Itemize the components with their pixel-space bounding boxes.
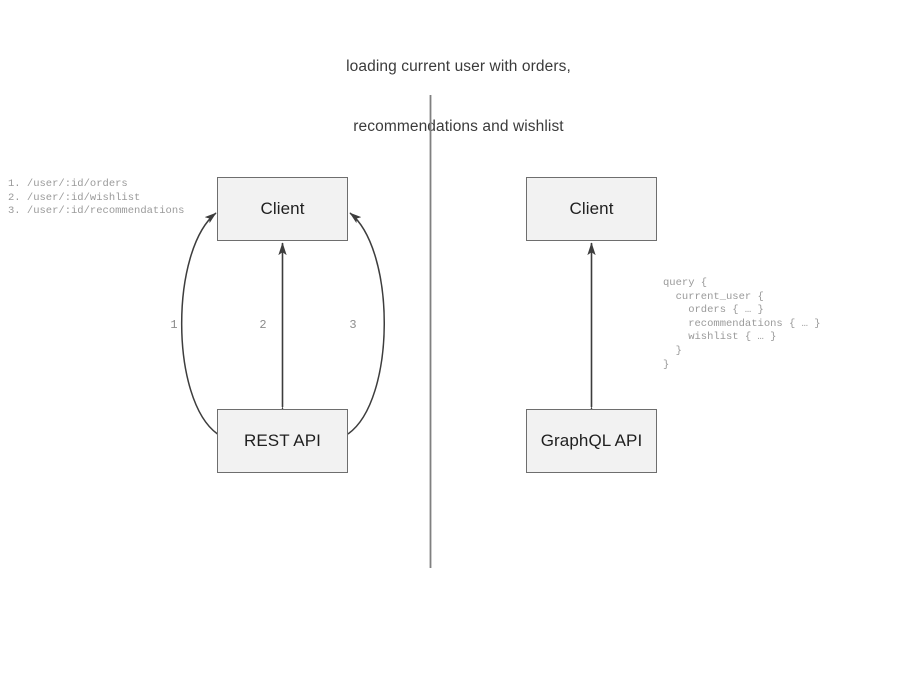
node-rest-client[interactable]: Client	[217, 177, 348, 241]
page-title-line-2: recommendations and wishlist	[353, 118, 564, 135]
node-rest-client-label: Client	[260, 199, 305, 218]
rest-edge-label-1: 1	[170, 318, 178, 332]
graphql-query-block: query { current_user { orders { … } reco…	[663, 277, 821, 371]
node-rest-api-label: REST API	[243, 431, 322, 450]
rest-edge-label-3: 3	[349, 318, 357, 332]
page-title-line-1: loading current user with orders,	[346, 58, 571, 75]
node-rest-api[interactable]: REST API	[217, 409, 348, 473]
rest-edge-label-2: 2	[259, 318, 267, 332]
rest-endpoint-list: 1. /user/:id/orders 2. /user/:id/wishlis…	[8, 178, 185, 218]
node-graphql-client-label: Client	[569, 199, 614, 218]
node-graphql-client[interactable]: Client	[526, 177, 657, 241]
rest-edge-1-path	[181, 212, 230, 444]
node-graphql-api[interactable]: GraphQL API	[526, 409, 657, 473]
node-graphql-api-label: GraphQL API	[540, 431, 643, 450]
page-title: loading current user with orders, recomm…	[0, 17, 917, 177]
